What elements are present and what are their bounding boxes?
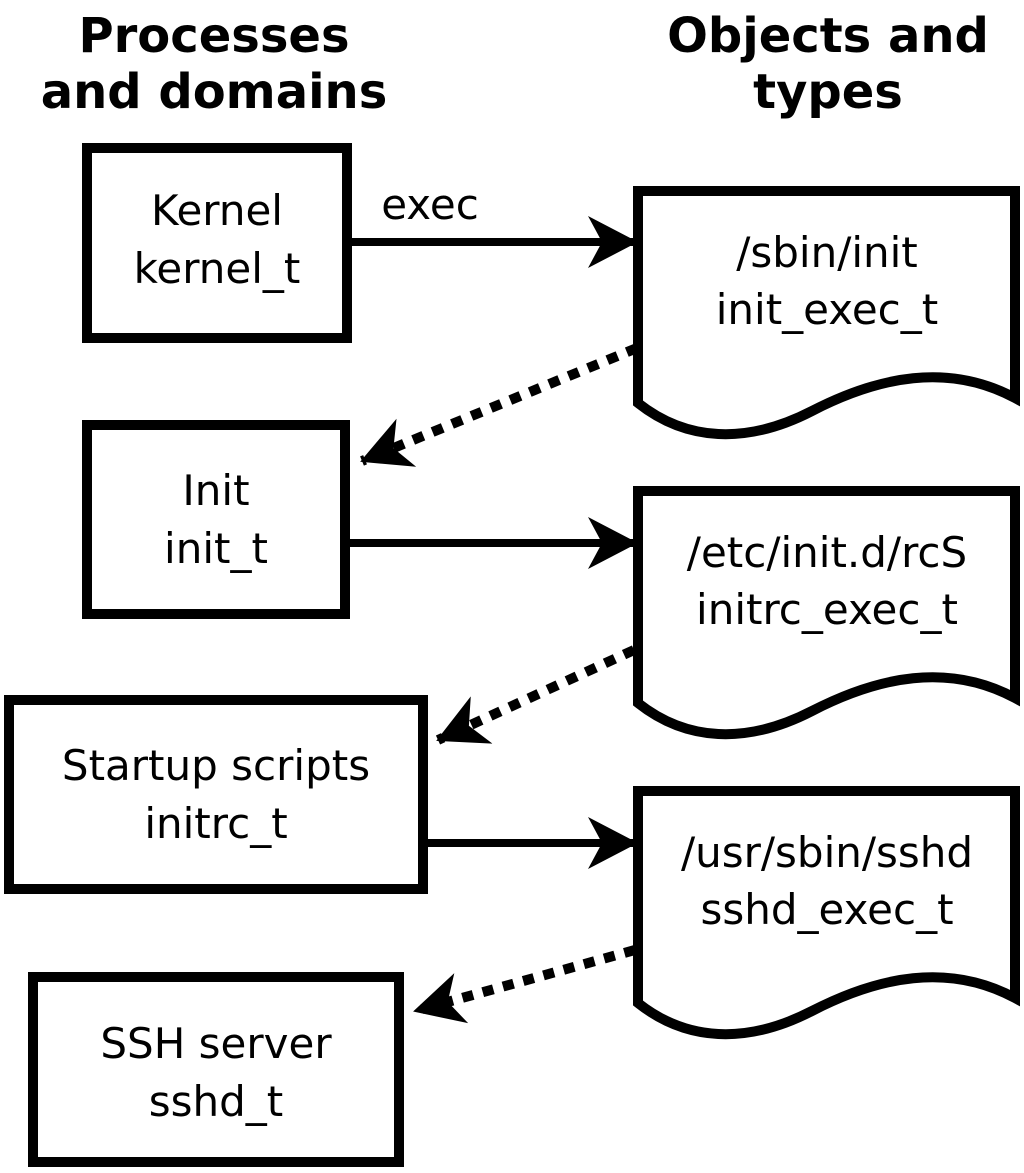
- object-doc-sbin-init-path: /sbin/init: [736, 228, 918, 277]
- process-box-kernel-name: Kernel: [151, 186, 283, 235]
- object-doc-usr-sbin-sshd-path: /usr/sbin/sshd: [681, 828, 973, 877]
- process-box-startup-scripts-name: Startup scripts: [62, 741, 370, 790]
- object-doc-etc-init-rcs-shape: [633, 486, 1020, 740]
- column-header-objects: Objects and types: [667, 8, 989, 120]
- process-box-ssh-server-type: sshd_t: [149, 1077, 284, 1126]
- process-box-ssh-server-rect: [28, 972, 404, 1167]
- process-box-init-name: Init: [182, 466, 249, 515]
- object-doc-usr-sbin-sshd-shape: [633, 786, 1020, 1040]
- object-doc-sbin-init-type: init_exec_t: [716, 285, 939, 334]
- object-doc-etc-init-rcs-path: /etc/init.d/rcS: [687, 528, 967, 577]
- transition-arrow-sbininit-to-init: [360, 343, 639, 467]
- header-processes-line2: and domains: [41, 64, 388, 120]
- header-processes-line1: Processes: [78, 8, 349, 64]
- object-doc-etc-init-rcs-type: initrc_exec_t: [696, 585, 958, 634]
- process-box-kernel-rect: [82, 143, 352, 343]
- transition-arrow-sshdexec-to-sshserver: [413, 945, 637, 1024]
- header-objects-line1: Objects and: [667, 8, 989, 64]
- process-box-startup-scripts-type: initrc_t: [144, 799, 287, 848]
- object-doc-sbin-init: /sbin/init init_exec_t: [633, 186, 1020, 440]
- process-box-startup-scripts: Startup scripts initrc_t: [4, 695, 428, 894]
- transition-arrow-rcs-to-startup: [435, 645, 637, 745]
- object-doc-etc-init-rcs: /etc/init.d/rcS initrc_exec_t: [633, 486, 1020, 740]
- process-box-startup-scripts-rect: [4, 695, 428, 894]
- object-doc-usr-sbin-sshd-type: sshd_exec_t: [700, 885, 953, 934]
- process-box-init-type: init_t: [164, 524, 268, 573]
- object-doc-sbin-init-shape: [633, 186, 1020, 440]
- process-box-ssh-server-name: SSH server: [100, 1019, 332, 1068]
- exec-arrow-label: exec: [381, 180, 479, 229]
- process-box-kernel: Kernel kernel_t: [82, 143, 352, 343]
- column-header-processes: Processes and domains: [41, 8, 388, 120]
- process-box-init: Init init_t: [82, 420, 350, 619]
- process-box-init-rect: [82, 420, 350, 619]
- process-box-kernel-type: kernel_t: [134, 244, 301, 293]
- process-box-ssh-server: SSH server sshd_t: [28, 972, 404, 1167]
- object-doc-usr-sbin-sshd: /usr/sbin/sshd sshd_exec_t: [633, 786, 1020, 1040]
- header-objects-line2: types: [753, 64, 903, 120]
